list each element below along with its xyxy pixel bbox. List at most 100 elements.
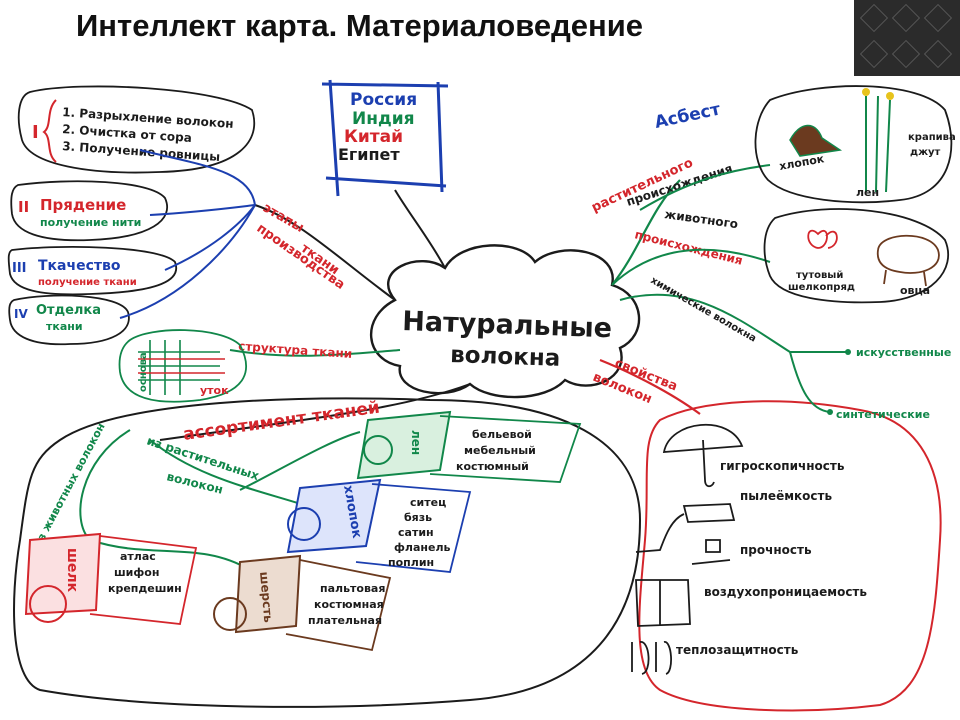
stage2-sub: получение нити <box>40 216 141 229</box>
wool-sheet <box>285 559 392 652</box>
plants-bubble <box>754 85 953 204</box>
countries-frame <box>321 79 449 197</box>
cotton-item-2: бязь <box>404 511 432 524</box>
stage2-numeral: II <box>18 198 29 216</box>
silkworm-label-2: шелкопряд <box>788 282 855 293</box>
wool-item-1: пальтовая <box>320 582 385 595</box>
structure-branch <box>229 349 401 357</box>
animal-origin-2: происхождения <box>633 227 744 267</box>
country-russia: Россия <box>350 90 417 110</box>
countries-connector <box>394 189 446 269</box>
flax-flower-icon-2 <box>886 92 894 100</box>
artificial-label: искусственные <box>856 346 951 359</box>
stage3-numeral: III <box>12 261 27 276</box>
stage3-sub: получение ткани <box>38 277 137 288</box>
linen-name: лен <box>409 430 423 455</box>
center-title-line2: волокна <box>450 342 561 372</box>
cotton-item-3: сатин <box>398 526 434 539</box>
animal-branch <box>611 248 771 286</box>
stage1-numeral: I <box>32 122 39 143</box>
animals-bubble <box>763 208 950 304</box>
cotton-item-4: фланель <box>394 541 451 554</box>
chemical-label: химические волокна <box>649 275 759 345</box>
linen-item-3: костюмный <box>456 460 529 473</box>
stage4-bubble <box>8 294 130 346</box>
flax-icon <box>865 95 891 193</box>
wool-roll <box>234 554 302 634</box>
cotton-label: хлопок <box>778 152 825 173</box>
silk-sheet <box>89 535 198 625</box>
watermark-corner <box>854 0 960 76</box>
silk-item-2: шифон <box>114 566 159 579</box>
stage3-bubble <box>7 246 178 296</box>
cotton-item-5: поплин <box>388 556 434 569</box>
properties-branch <box>599 358 701 415</box>
linen-sheet <box>429 415 582 483</box>
cotton-sheet <box>355 483 472 573</box>
linen-roll-end <box>363 435 393 465</box>
stage2-name: Прядение <box>40 196 126 214</box>
animal-fibers-label: из животных волокон <box>31 421 108 550</box>
synthetic-label: синтетические <box>836 408 930 421</box>
plant-fibers-label-2: волокон <box>165 469 224 497</box>
country-india: Индия <box>352 109 415 129</box>
stage1-brace <box>42 99 57 163</box>
wool-roll-end <box>213 597 247 631</box>
umbrella-icon <box>662 424 744 488</box>
structure-label: структура ткани <box>238 339 353 361</box>
weft-label: уток <box>200 384 229 397</box>
cotton-item-1: ситец <box>410 496 446 509</box>
stage1-connector <box>139 149 256 206</box>
stage1-item-3: 3. Получение ровницы <box>62 139 221 164</box>
nettle-label: крапива <box>908 132 956 143</box>
cotton-icon <box>789 124 843 157</box>
origin-branch <box>611 179 681 286</box>
silkworm-icon <box>807 229 838 249</box>
assortment-bubble <box>13 397 642 708</box>
property-thermal-protection: теплозащитность <box>676 643 799 657</box>
stage2-connector <box>149 204 256 216</box>
sheep-label: овца <box>900 284 930 297</box>
stage4-name: Отделка <box>36 303 101 318</box>
weave-grid <box>138 340 220 395</box>
silk-roll-end <box>29 585 67 623</box>
country-egypt: Египет <box>338 145 400 164</box>
weight-icon <box>691 539 731 565</box>
property-hygroscopicity: гигроскопичность <box>720 459 845 473</box>
thermal-icon <box>631 641 672 675</box>
stage3-connector <box>164 204 256 271</box>
flax-flower-icon <box>862 88 870 96</box>
asbestos-label: Асбест <box>653 99 722 132</box>
cotton-roll-end <box>287 507 321 541</box>
structure-bubble <box>118 329 247 403</box>
stages-branch <box>254 204 396 301</box>
vacuum-icon <box>635 503 736 553</box>
animal-origin-1: животного <box>664 207 739 231</box>
cotton-roll <box>286 478 382 554</box>
page-title: Интеллект карта. Материаловедение <box>76 8 644 43</box>
stage4-numeral: IV <box>14 307 28 321</box>
weave-weft <box>138 358 225 374</box>
warp-label: основа <box>138 352 149 392</box>
country-china: Китай <box>344 127 403 147</box>
property-strength: прочность <box>740 543 812 557</box>
center-title-line1: Натуральные <box>402 306 613 344</box>
stage3-name: Ткачество <box>38 258 121 274</box>
synthetic-branch <box>789 351 831 413</box>
plant-branch <box>639 164 771 211</box>
silk-roll <box>24 532 102 616</box>
wool-item-2: костюмная <box>314 598 384 611</box>
sheep-icon <box>876 234 940 287</box>
linen-item-2: мебельный <box>464 444 536 457</box>
linen-roll <box>356 410 452 480</box>
artificial-dot <box>845 349 851 355</box>
properties-bubble <box>638 400 942 712</box>
fabric-icon <box>635 579 691 627</box>
stage2-bubble <box>10 180 168 242</box>
silk-item-1: атлас <box>120 550 156 563</box>
stage4-sub: ткани <box>46 320 83 333</box>
assortment-branch <box>159 383 471 441</box>
silkworm-label-1: тутовый <box>796 270 843 281</box>
linen-item-1: бельевой <box>472 428 532 441</box>
